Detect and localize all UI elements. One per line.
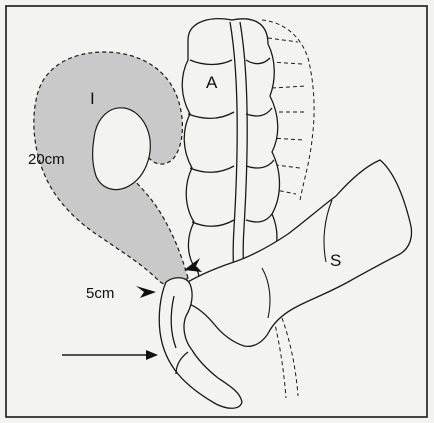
indicator-arrow: [62, 350, 158, 360]
label-sigmoid: S: [330, 251, 341, 270]
label-segment-length: 5cm: [86, 285, 114, 302]
segment-arrowhead: [136, 286, 156, 298]
label-ileum: I: [90, 89, 95, 108]
label-loop-length: 20cm: [28, 151, 65, 168]
ileal-loop: [34, 52, 188, 285]
label-ascending-colon: A: [206, 73, 218, 92]
